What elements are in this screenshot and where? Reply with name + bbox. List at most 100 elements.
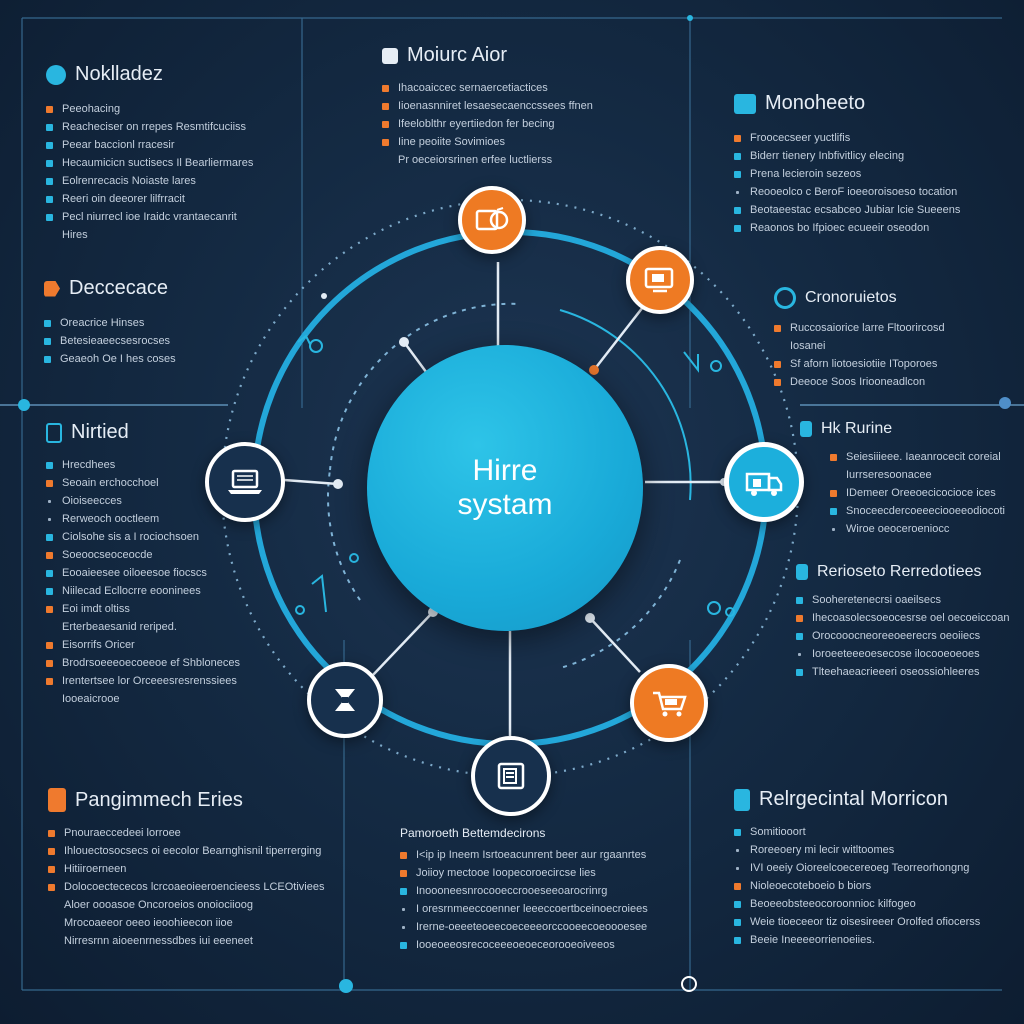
- panel-right: Hk Rurine Seiesiiieee. Iaeanrocecit core…: [800, 420, 1005, 538]
- list-item-text: Iosanei: [790, 340, 826, 352]
- list-item-text: Sooheretenecrsi oaeilsecs: [812, 594, 942, 606]
- bullet-marker: [734, 936, 741, 944]
- list-item-text: Reacheciser on rrepes Resmtifcuciiss: [62, 121, 247, 133]
- list-item: Mrocoaeeor oeeo ieoohieecon iioe: [48, 914, 324, 932]
- bullet-marker: [774, 343, 781, 350]
- list-item: Iosanei: [774, 337, 945, 355]
- bullet-marker: [46, 624, 53, 631]
- bullet-marker: [774, 360, 781, 368]
- list-item-text: Brodrsoeeeoecoeeoe ef Shbloneces: [62, 657, 240, 669]
- list-item: Ihecoasolecsoeocesrse oel oecoeiccoan: [796, 609, 1010, 627]
- node-monitor[interactable]: [626, 246, 694, 314]
- frame-junction-dots: [18, 15, 1011, 993]
- list-item-text: Pr oeceiorsrinen erfee luctlierss: [398, 154, 553, 166]
- list-item: Biderr tienery Inbfivitlicy elecing: [734, 147, 960, 165]
- list-item-text: Beoeeobsteeocoroonnioc kilfogeo: [750, 898, 916, 910]
- list-item-text: Oreacrice Hinses: [60, 317, 145, 329]
- list-item-text: Pecl niurrecl ioe Iraidc vrantaecanrit: [62, 211, 237, 223]
- bullet-marker: [400, 869, 407, 877]
- list-item-text: Wiroe oeoceroeniocc: [846, 523, 950, 535]
- node-document[interactable]: [471, 736, 551, 816]
- list-item-text: Hitiiroerneen: [64, 863, 127, 875]
- bullet-marker: [734, 882, 741, 890]
- central-hub[interactable]: Hirre systam: [367, 345, 643, 631]
- bullet-marker: [734, 900, 741, 908]
- list-item-text: I<ip ip Ineem Isrtoeacunrent beer aur rg…: [416, 849, 647, 861]
- list-item: Reaonos bo Ifpioec ecueeir oseodon: [734, 219, 960, 237]
- node-camera[interactable]: [458, 186, 526, 254]
- bullet-marker: [796, 632, 803, 640]
- list-item: Nioleoecoteboeio b biors: [734, 877, 980, 895]
- list-item: Soeoocseoceocde: [46, 546, 240, 564]
- list-item-text: Reeri oin deeorer lilfrracit: [62, 193, 185, 205]
- bullet-marker: [48, 517, 51, 521]
- camera-icon: [475, 207, 509, 231]
- list-item-text: Geaeoh Oe I hes coses: [60, 353, 176, 365]
- list-item: Somitiooort: [734, 823, 980, 841]
- bullet-marker: [46, 123, 53, 131]
- window-icon: [734, 93, 756, 114]
- node-cart[interactable]: [630, 664, 708, 742]
- node-truck[interactable]: [724, 442, 804, 522]
- panel-title: Noklladez: [46, 63, 253, 86]
- tag-icon: [44, 280, 60, 297]
- list-item: Pnouraeccedeei lorroee: [48, 824, 324, 842]
- bullet-marker: [382, 157, 389, 164]
- list-item: Eolrenrecacis Noiaste lares: [46, 172, 253, 190]
- list-item: Reooeolco c BeroF ioeeoroisoeso tocation: [734, 183, 960, 201]
- node-hourglass[interactable]: [307, 662, 383, 738]
- bullet-marker: [46, 551, 53, 559]
- list-item: Snoceecdercoeeeciooeeodiocoti: [830, 502, 1005, 520]
- list-item-text: Beeie Ineeeeorrienoeiies.: [750, 934, 875, 946]
- bullet-marker: [46, 232, 53, 239]
- list-item-text: Ciolsohe sis a I rociochsoen: [62, 531, 199, 543]
- bullet-marker: [46, 177, 53, 185]
- bullet-marker: [774, 378, 781, 386]
- list-item-text: Seoain erchocchoel: [62, 477, 159, 489]
- list-item: Prena lecieroin sezeos: [734, 165, 960, 183]
- bullet-marker: [796, 614, 803, 622]
- list-item: Sooheretenecrsi oaeilsecs: [796, 591, 1010, 609]
- panel-title: Moiurc Aior: [382, 44, 593, 67]
- bullet-marker: [736, 190, 739, 194]
- clapper-icon: [382, 47, 398, 64]
- list-item-text: Iooeoeeosrecoceeeoeoeceorooeoiveeos: [416, 939, 615, 951]
- panel-title: Deccecace: [44, 277, 176, 300]
- decorative-glyphs: [295, 293, 735, 617]
- list-item-text: Eooaieesee oiloeesoe fiocscs: [62, 567, 207, 579]
- panel-title: Nirtied: [46, 421, 240, 444]
- node-laptop[interactable]: [205, 442, 285, 522]
- list-item: Dolocoectececos lcrcoaeoieeroencieess LC…: [48, 878, 324, 896]
- list-item-text: Ifeeloblthr eyertiiedon fer becing: [398, 118, 555, 130]
- list-item-text: Hecaumicicn suctisecs Il Bearliermares: [62, 157, 254, 169]
- hub-title-line2: systam: [457, 488, 553, 521]
- list-item-text: Weie tioeceeor tiz oisesireeer Orolfed o…: [750, 916, 981, 928]
- list-item: Ifeeloblthr eyertiiedon fer becing: [382, 115, 593, 133]
- bullet-marker: [48, 938, 55, 945]
- laptop-icon: [228, 469, 262, 494]
- list-item-text: Oioiseecces: [62, 495, 122, 507]
- panel-title: Pangimmech Eries: [48, 788, 324, 812]
- bullet-marker: [774, 324, 781, 332]
- list-item: IVI oeeiy Oioreelcoecereoeg Teorreorhong…: [734, 859, 980, 877]
- list-item: Weie tioeceeor tiz oisesireeer Orolfed o…: [734, 913, 980, 931]
- list-item: Roreeoery mi lecir witltoomes: [734, 841, 980, 859]
- bullet-marker: [734, 134, 741, 142]
- list-item-text: Ioroeeteeeoesecose ilocooeoeoes: [812, 648, 980, 660]
- panel-lower-right: Rerioseto Rerredotiees Sooheretenecrsi o…: [796, 563, 1010, 681]
- list-item: Iooeoeeosrecoceeeoeoeceorooeoiveeos: [400, 936, 648, 954]
- truck-icon: [745, 472, 783, 496]
- monitor-icon: [644, 267, 674, 293]
- list-item: Ihacoaiccec sernaercetiactices: [382, 79, 593, 97]
- list-item: Iooeaicrooe: [46, 690, 240, 708]
- bullet-marker: [830, 453, 837, 461]
- list-item-text: Reaonos bo Ifpioec ecueeir oseodon: [750, 222, 930, 234]
- bullet-marker: [46, 569, 53, 577]
